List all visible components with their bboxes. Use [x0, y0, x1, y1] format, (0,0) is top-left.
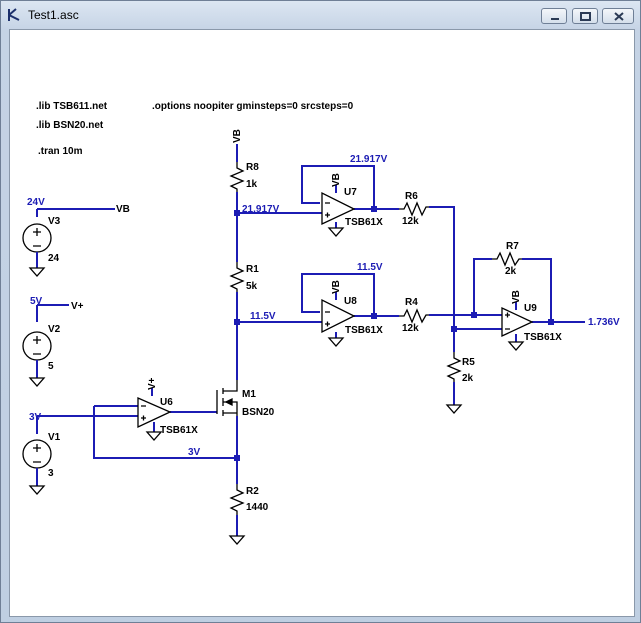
r1-name[interactable]: R1 [246, 264, 259, 275]
v3-name[interactable]: V3 [48, 216, 61, 227]
ground-symbols [28, 227, 525, 545]
u8-opamp[interactable] [321, 298, 356, 334]
u6-name[interactable]: U6 [160, 397, 173, 408]
u7-value[interactable]: TSB61X [345, 217, 383, 228]
r2-resistor[interactable] [229, 484, 245, 515]
r6-resistor[interactable] [399, 201, 429, 217]
net-label-3v-node: 3V [188, 447, 201, 458]
v2-source[interactable] [22, 331, 52, 361]
r8-value[interactable]: 1k [246, 179, 258, 190]
v1-name[interactable]: V1 [48, 432, 61, 443]
net-label-output: 1.736V [588, 317, 620, 328]
r7-value[interactable]: 2k [505, 266, 517, 277]
u6-opamp[interactable] [137, 397, 172, 429]
net-label-3v-source: 3V [29, 412, 42, 423]
r4-resistor[interactable] [399, 308, 429, 324]
r6-name[interactable]: R6 [405, 191, 418, 202]
net-label-115v-u8: 11.5V [357, 262, 383, 273]
minimize-icon [551, 18, 559, 20]
m1-value[interactable]: BSN20 [242, 407, 275, 418]
minimize-button[interactable] [541, 8, 567, 24]
r8-resistor[interactable] [229, 162, 245, 192]
u7-opamp[interactable] [321, 191, 356, 226]
u7-name[interactable]: U7 [344, 187, 357, 198]
r6-value[interactable]: 12k [402, 216, 419, 227]
directive-lib-tsb611[interactable]: .lib TSB611.net [36, 101, 108, 112]
v1-value[interactable]: 3 [48, 468, 54, 479]
close-button[interactable] [602, 8, 634, 24]
u6-value[interactable]: TSB61X [160, 425, 198, 436]
window-title: Test1.asc [28, 8, 79, 22]
r5-name[interactable]: R5 [462, 357, 475, 368]
r1-value[interactable]: 5k [246, 281, 258, 292]
components [22, 162, 534, 545]
directive-options[interactable]: .options noopiter gminsteps=0 srcsteps=0 [152, 101, 354, 112]
u9-name[interactable]: U9 [524, 303, 537, 314]
m1-name[interactable]: M1 [242, 389, 256, 400]
v3-source[interactable] [22, 223, 52, 253]
net-label-vb: VB [116, 204, 130, 215]
r8-name[interactable]: R8 [246, 162, 259, 173]
ltspice-app-icon [8, 8, 20, 21]
junctions [234, 206, 554, 461]
r7-resistor[interactable] [492, 251, 522, 267]
r5-value[interactable]: 2k [462, 373, 474, 384]
net-label-5v: 5V [30, 296, 43, 307]
net-label-21917v-u7: 21.917V [350, 154, 388, 165]
v3-value[interactable]: 24 [48, 253, 60, 264]
u9-value[interactable]: TSB61X [524, 332, 562, 343]
maximize-button[interactable] [572, 8, 598, 24]
r4-value[interactable]: 12k [402, 323, 419, 334]
v2-value[interactable]: 5 [48, 361, 54, 372]
directive-tran[interactable]: .tran 10m [38, 146, 83, 157]
net-label-24v: 24V [27, 197, 45, 208]
r2-name[interactable]: R2 [246, 486, 259, 497]
schematic-canvas[interactable]: .lib TSB611.net .lib BSN20.net .options … [9, 29, 635, 617]
r2-value[interactable]: 1440 [246, 502, 269, 513]
u9-opamp[interactable] [501, 306, 534, 338]
u6-supply-label: V+ [147, 377, 158, 390]
schematic-drawing: .lib TSB611.net .lib BSN20.net .options … [22, 101, 620, 545]
directive-lib-bsn20[interactable]: .lib BSN20.net [36, 120, 104, 131]
close-icon [614, 12, 624, 21]
v1-source[interactable] [22, 439, 52, 469]
wires [36, 144, 585, 536]
u8-value[interactable]: TSB61X [345, 325, 383, 336]
m1-mosfet[interactable] [216, 380, 238, 416]
u9-supply-label: VB [511, 290, 522, 304]
u7-supply-label: VB [331, 173, 342, 187]
net-label-vb-r8: VB [232, 129, 243, 143]
r5-resistor[interactable] [446, 352, 462, 382]
v2-name[interactable]: V2 [48, 324, 61, 335]
title-bar[interactable]: Test1.asc [1, 1, 640, 29]
u8-supply-label: VB [331, 280, 342, 294]
r4-name[interactable]: R4 [405, 297, 418, 308]
r1-resistor[interactable] [229, 262, 245, 292]
u8-name[interactable]: U8 [344, 296, 357, 307]
r7-name[interactable]: R7 [506, 241, 519, 252]
net-label-21917v-node: 21.917V [242, 204, 280, 215]
net-label-vplus: V+ [71, 301, 84, 312]
net-label-115v-node: 11.5V [250, 311, 276, 322]
restore-icon [580, 12, 591, 21]
